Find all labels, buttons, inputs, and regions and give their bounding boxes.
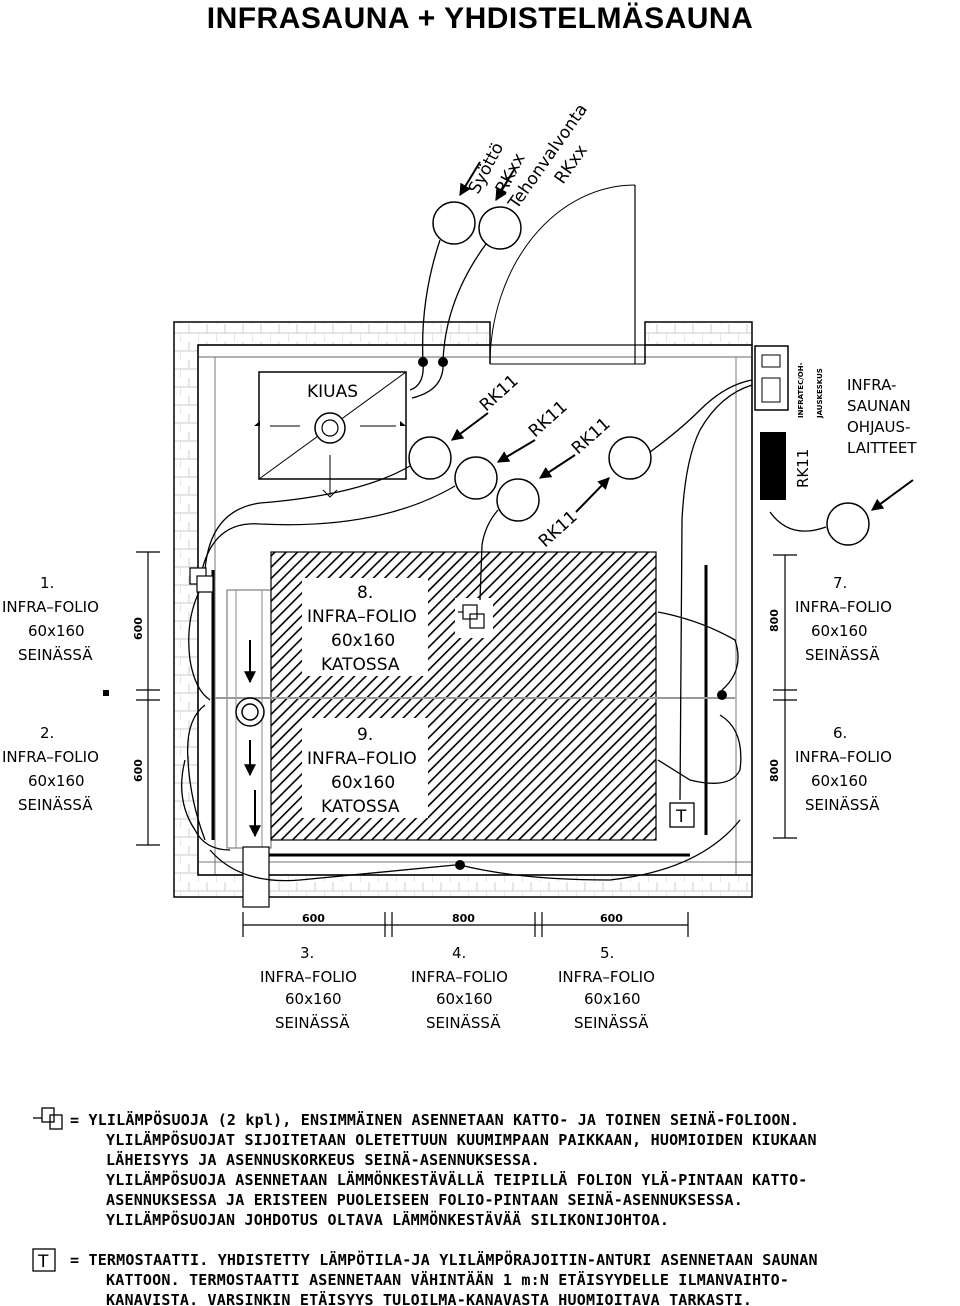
svg-text:JAUSKESKUS: JAUSKESKUS — [816, 368, 824, 419]
svg-text:KATOSSA: KATOSSA — [321, 655, 400, 675]
svg-text:INFRA–FOLIO: INFRA–FOLIO — [411, 968, 508, 986]
ventilation-duct — [235, 640, 265, 838]
rk11-circles — [408, 436, 652, 522]
svg-text:3.: 3. — [300, 944, 314, 962]
page-title: INFRASAUNA + YHDISTELMÄSAUNA — [206, 2, 754, 35]
dim-right-bottom: 800 — [768, 759, 781, 782]
thermostat-note: = TERMOSTAATTI. YHDISTETTY LÄMPÖTILA-JA … — [70, 1250, 818, 1306]
svg-text:RK11: RK11 — [476, 371, 523, 416]
svg-text:YLILÄMPÖSUOJAT SIJOITETAAN OLE: YLILÄMPÖSUOJAT SIJOITETAAN OLETETTUUN KU… — [106, 1130, 817, 1149]
svg-text:KIUAS: KIUAS — [307, 382, 358, 402]
svg-text:SEINÄSSÄ: SEINÄSSÄ — [18, 795, 93, 814]
panel-1-label: 1. INFRA–FOLIO 60x160 SEINÄSSÄ — [2, 574, 99, 664]
panel-9-label: 9. INFRA–FOLIO 60x160 KATOSSA — [307, 725, 417, 817]
svg-text:SEINÄSSÄ: SEINÄSSÄ — [18, 645, 93, 664]
svg-text:SEINÄSSÄ: SEINÄSSÄ — [275, 1013, 350, 1032]
dim-bottom-3: 600 — [600, 912, 623, 925]
svg-text:2.: 2. — [40, 724, 54, 742]
panel-2-label: 2. INFRA–FOLIO 60x160 SEINÄSSÄ — [2, 724, 99, 814]
svg-text:INFRA–FOLIO: INFRA–FOLIO — [260, 968, 357, 986]
feed-circles — [432, 201, 522, 250]
left-dimensions — [136, 551, 160, 846]
svg-text:ASENNUKSESSA JA ERISTEEN PUOLE: ASENNUKSESSA JA ERISTEEN PUOLEISEEN FOLI… — [106, 1190, 743, 1209]
svg-text:60x160: 60x160 — [28, 772, 85, 790]
left-wall-sensors — [189, 567, 214, 593]
svg-text:60x160: 60x160 — [28, 622, 85, 640]
svg-text:OHJAUS-: OHJAUS- — [847, 418, 910, 436]
svg-text:7.: 7. — [833, 574, 847, 592]
panel-6-label: 6. INFRA–FOLIO 60x160 SEINÄSSÄ — [795, 724, 892, 814]
control-unit: INFRATEC/OH- JAUSKESKUS RK11 INFRA- SAUN… — [754, 345, 917, 546]
svg-text:SAUNAN: SAUNAN — [847, 397, 911, 415]
svg-text:INFRA-: INFRA- — [847, 376, 896, 394]
svg-text:60x160: 60x160 — [331, 631, 395, 651]
svg-text:SEINÄSSÄ: SEINÄSSÄ — [805, 795, 880, 814]
svg-text:60x160: 60x160 — [811, 772, 868, 790]
dim-left-top: 600 — [132, 617, 145, 640]
kiuas-heater: KIUAS — [254, 371, 407, 498]
svg-text:1.: 1. — [40, 574, 54, 592]
svg-text:INFRA–FOLIO: INFRA–FOLIO — [795, 748, 892, 766]
svg-text:INFRA–FOLIO: INFRA–FOLIO — [2, 598, 99, 616]
rk11-arrows — [451, 412, 610, 513]
panel-4-label: 4. INFRA–FOLIO 60x160 SEINÄSSÄ — [411, 944, 508, 1032]
svg-text:RK11: RK11 — [535, 507, 582, 552]
svg-text:INFRA–FOLIO: INFRA–FOLIO — [307, 607, 417, 627]
svg-text:LÄHEISYYS JA ASENNUSKORKEUS SE: LÄHEISYYS JA ASENNUSKORKEUS SEINÄ-ASENNU… — [106, 1150, 540, 1169]
svg-text:INFRATEC/OH-: INFRATEC/OH- — [797, 362, 805, 418]
svg-text:4.: 4. — [452, 944, 466, 962]
svg-text:5.: 5. — [600, 944, 614, 962]
panel-8-label: 8. INFRA–FOLIO 60x160 KATOSSA — [307, 583, 417, 675]
svg-text:YLILÄMPÖSUOJA ASENNETAAN LÄMMÖ: YLILÄMPÖSUOJA ASENNETAAN LÄMMÖNKESTÄVÄLL… — [106, 1170, 808, 1189]
svg-text:RK11: RK11 — [525, 397, 572, 442]
internal-wiring — [181, 379, 753, 882]
svg-text:KATTOON. TERMOSTAATTI ASENNETA: KATTOON. TERMOSTAATTI ASENNETAAN VÄHINTÄ… — [106, 1270, 789, 1289]
svg-text:60x160: 60x160 — [331, 773, 395, 793]
svg-text:YLILÄMPÖSUOJAN JOHDOTUS OLTAVA: YLILÄMPÖSUOJAN JOHDOTUS OLTAVA LÄMMÖNKES… — [106, 1210, 669, 1229]
svg-text:KANAVISTA. VARSINKIN ETÄISYYS: KANAVISTA. VARSINKIN ETÄISYYS TULOILMA-K… — [106, 1290, 752, 1306]
rk11-labels: RK11 RK11 RK11 RK11 — [476, 371, 615, 552]
svg-text:60x160: 60x160 — [811, 622, 868, 640]
dim-bottom-1: 600 — [302, 912, 325, 925]
right-dimensions — [773, 554, 797, 839]
svg-text:LAITTEET: LAITTEET — [847, 439, 917, 457]
feed-labels: Syöttö RKxx Tehonvalvonta RKxx — [465, 100, 592, 213]
svg-text:INFRA–FOLIO: INFRA–FOLIO — [307, 749, 417, 769]
thermostat-symbol: T — [669, 802, 695, 828]
panel-3-label: 3. INFRA–FOLIO 60x160 SEINÄSSÄ — [260, 944, 357, 1032]
svg-text:60x160: 60x160 — [584, 990, 641, 1008]
overheat-note-symbol — [33, 1107, 63, 1130]
svg-text:6.: 6. — [833, 724, 847, 742]
svg-text:60x160: 60x160 — [285, 990, 342, 1008]
svg-text:= TERMOSTAATTI. YHDISTETTY LÄM: = TERMOSTAATTI. YHDISTETTY LÄMPÖTILA-JA … — [70, 1250, 818, 1269]
panel-7-label: 7. INFRA–FOLIO 60x160 SEINÄSSÄ — [795, 574, 892, 664]
svg-text:INFRA–FOLIO: INFRA–FOLIO — [2, 748, 99, 766]
dim-bottom-2: 800 — [452, 912, 475, 925]
svg-text:= YLILÄMPÖSUOJA (2 kpl), ENSIM: = YLILÄMPÖSUOJA (2 kpl), ENSIMMÄINEN ASE… — [70, 1110, 799, 1129]
svg-text:RK11: RK11 — [568, 414, 615, 459]
dim-left-bottom: 600 — [132, 759, 145, 782]
svg-text:INFRA–FOLIO: INFRA–FOLIO — [795, 598, 892, 616]
svg-text:RK11: RK11 — [794, 449, 812, 488]
overheat-note: = YLILÄMPÖSUOJA (2 kpl), ENSIMMÄINEN ASE… — [70, 1110, 817, 1229]
panel-5-label: 5. INFRA–FOLIO 60x160 SEINÄSSÄ — [558, 944, 655, 1032]
svg-text:KATOSSA: KATOSSA — [321, 797, 400, 817]
svg-text:T: T — [37, 1252, 49, 1272]
ceiling-foil-panels — [215, 551, 735, 841]
svg-text:9.: 9. — [357, 725, 373, 745]
svg-text:60x160: 60x160 — [436, 990, 493, 1008]
overheat-protector-symbol — [458, 604, 485, 629]
bottom-dimensions — [242, 912, 689, 937]
svg-text:SEINÄSSÄ: SEINÄSSÄ — [574, 1013, 649, 1032]
svg-text:T: T — [675, 807, 687, 827]
svg-text:8.: 8. — [357, 583, 373, 603]
svg-text:INFRA–FOLIO: INFRA–FOLIO — [558, 968, 655, 986]
thermostat-note-symbol: T — [32, 1248, 56, 1272]
svg-text:SEINÄSSÄ: SEINÄSSÄ — [426, 1013, 501, 1032]
dim-right-top: 800 — [768, 609, 781, 632]
svg-text:SEINÄSSÄ: SEINÄSSÄ — [805, 645, 880, 664]
